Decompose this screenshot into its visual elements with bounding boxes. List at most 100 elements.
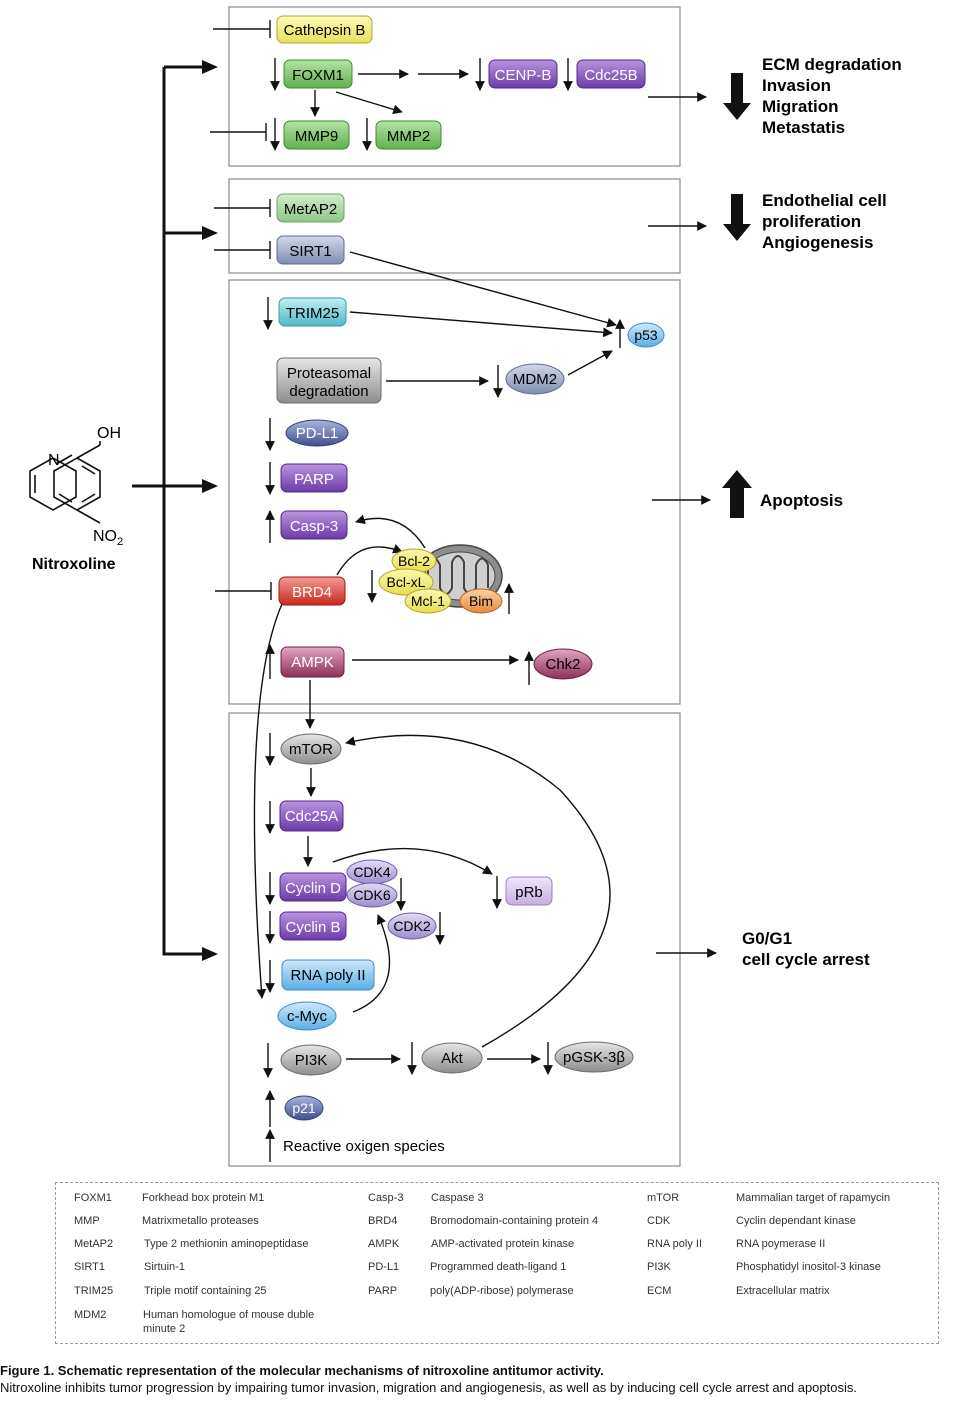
main-trunk-heads — [202, 60, 218, 961]
ampk-node — [280, 646, 345, 678]
cmyc-to-cdk-arrow — [352, 914, 391, 1013]
p53-label: p53 — [634, 327, 658, 343]
trim25-label: TRIM25 — [286, 305, 339, 322]
inhibit-brd4 — [215, 582, 272, 600]
mmp2-node — [375, 120, 442, 150]
cdc25b-label: Cdc25B — [584, 67, 637, 84]
brd4-label: BRD4 — [292, 584, 332, 601]
glossary-full: Phosphatidyl inositol-3 kinase — [736, 1261, 881, 1273]
rnapol-node — [281, 959, 375, 991]
glossary-abbr: RNA poly II — [647, 1238, 703, 1250]
outcome2-line2: proliferation — [762, 212, 861, 231]
cdk2-node — [387, 912, 437, 940]
bclxl-label: Bcl-xL — [387, 574, 426, 590]
cyclinb-node — [279, 911, 347, 941]
foxm1-node — [283, 59, 353, 89]
cmyc-node — [277, 1001, 337, 1031]
chk2-label: Chk2 — [545, 656, 580, 673]
cenpb-node — [488, 59, 558, 89]
inhibit-mmp9 — [210, 123, 267, 141]
nitro-label: NO2 — [93, 528, 123, 548]
proteasomal-label-2: degradation — [289, 383, 368, 400]
mechanism-diagram: OH N NO2 Nitroxoline Cathepsin B FOXM1 C… — [29, 6, 902, 1167]
glossary-full: Matrixmetallo proteases — [142, 1215, 259, 1227]
casp3-node — [280, 510, 348, 540]
trim25-to-p53-arrow — [349, 311, 613, 338]
cdc25a-label: Cdc25A — [285, 808, 338, 825]
outcome3-label: Apoptosis — [760, 491, 843, 510]
outcome2-line1: Endothelial cell — [762, 191, 887, 210]
parp-node — [280, 463, 348, 493]
pdl1-label: PD-L1 — [296, 425, 339, 442]
outcome4-line1: G0/G1 — [742, 929, 792, 948]
decrease-big-arrow-1 — [723, 73, 751, 120]
p21-node — [284, 1095, 324, 1121]
bim-label: Bim — [469, 593, 493, 609]
inhibit-cathepsin — [213, 20, 271, 38]
ampk-label: AMPK — [291, 654, 334, 671]
proteasomal-node — [276, 357, 382, 404]
brd4-to-cmyc-arrow — [253, 603, 283, 999]
glossary-full: Sirtuin-1 — [144, 1261, 185, 1273]
nitrogen-label: N — [48, 452, 60, 469]
cyclind-to-prb-arrow — [332, 847, 493, 875]
mtor-label: mTOR — [289, 741, 333, 758]
mcl1-label: Mcl-1 — [411, 593, 445, 609]
glossary-abbr: CDK — [647, 1215, 671, 1227]
glossary-full: Mammalian target of rapamycin — [736, 1192, 891, 1204]
glossary-abbr: mTOR — [647, 1192, 680, 1204]
panel-invasion — [228, 6, 681, 167]
akt-to-mtor-arrow — [345, 734, 611, 1048]
outcome4-line2: cell cycle arrest — [742, 950, 870, 969]
prb-node — [505, 876, 553, 906]
inhibit-metap2 — [214, 199, 271, 217]
glossary-full: RNA poymerase II — [736, 1238, 826, 1250]
glossary-full: Cyclin dependant kinase — [736, 1215, 856, 1227]
mdm2-label: MDM2 — [513, 371, 557, 388]
glossary-full: AMP-activated protein kinase — [431, 1238, 575, 1250]
cdk4-label: CDK4 — [353, 864, 391, 880]
mdm2-node — [505, 363, 565, 395]
compound-name: Nitroxoline — [32, 556, 116, 573]
glossary-full: Type 2 methionin aminopeptidase — [144, 1238, 309, 1250]
cmyc-label: c-Myc — [287, 1008, 327, 1025]
bim-node — [459, 588, 503, 614]
glossary-abbr: PARP — [368, 1285, 398, 1297]
brd4-to-bcl2-arrow — [336, 544, 403, 576]
figure-caption: Figure 1. Schematic representation of th… — [0, 1362, 974, 1396]
caption-body: Nitroxoline inhibits tumor progression b… — [0, 1380, 857, 1395]
mtor-node — [280, 733, 342, 765]
outcome1-line2: Invasion — [762, 76, 831, 95]
inhibit-sirt1 — [214, 241, 271, 259]
proteasomal-label-1: Proteasomal — [287, 365, 371, 382]
mcl1-node — [404, 588, 452, 614]
glossary-abbr: PI3K — [647, 1261, 671, 1273]
decrease-big-arrow-2 — [723, 194, 751, 241]
metap2-label: MetAP2 — [284, 201, 337, 218]
mdm2-to-p53-arrow — [567, 350, 613, 376]
hydroxyl-label: OH — [97, 425, 121, 442]
glossary-full: Caspase 3 — [431, 1192, 484, 1204]
bclxl-node — [378, 568, 434, 596]
mmp9-node — [283, 120, 350, 150]
cdc25a-node — [279, 800, 344, 832]
nitroxoline-structure — [29, 441, 101, 524]
increase-big-arrow — [722, 470, 752, 518]
glossary-full: Human homologue of mouse duble minute 2 — [143, 1309, 315, 1335]
prb-label: pRb — [515, 884, 543, 901]
caption-title: Figure 1. Schematic representation of th… — [0, 1363, 604, 1378]
cenpb-label: CENP-B — [495, 67, 552, 84]
cyclind-node — [279, 872, 347, 902]
glossary-abbr: SIRT1 — [74, 1261, 105, 1273]
glossary-abbr: FOXM1 — [74, 1192, 112, 1204]
cyclind-label: Cyclin D — [285, 880, 341, 897]
cdk6-label: CDK6 — [353, 887, 391, 903]
akt-node — [421, 1042, 483, 1074]
casp3-label: Casp-3 — [290, 518, 338, 535]
metap2-node — [276, 193, 345, 223]
brd4-node — [278, 576, 346, 606]
parp-label: PARP — [294, 471, 334, 488]
mmp9-label: MMP9 — [295, 128, 338, 145]
main-trunk-arrows — [132, 65, 204, 956]
foxm1-to-mmp2-arrow — [335, 91, 403, 115]
